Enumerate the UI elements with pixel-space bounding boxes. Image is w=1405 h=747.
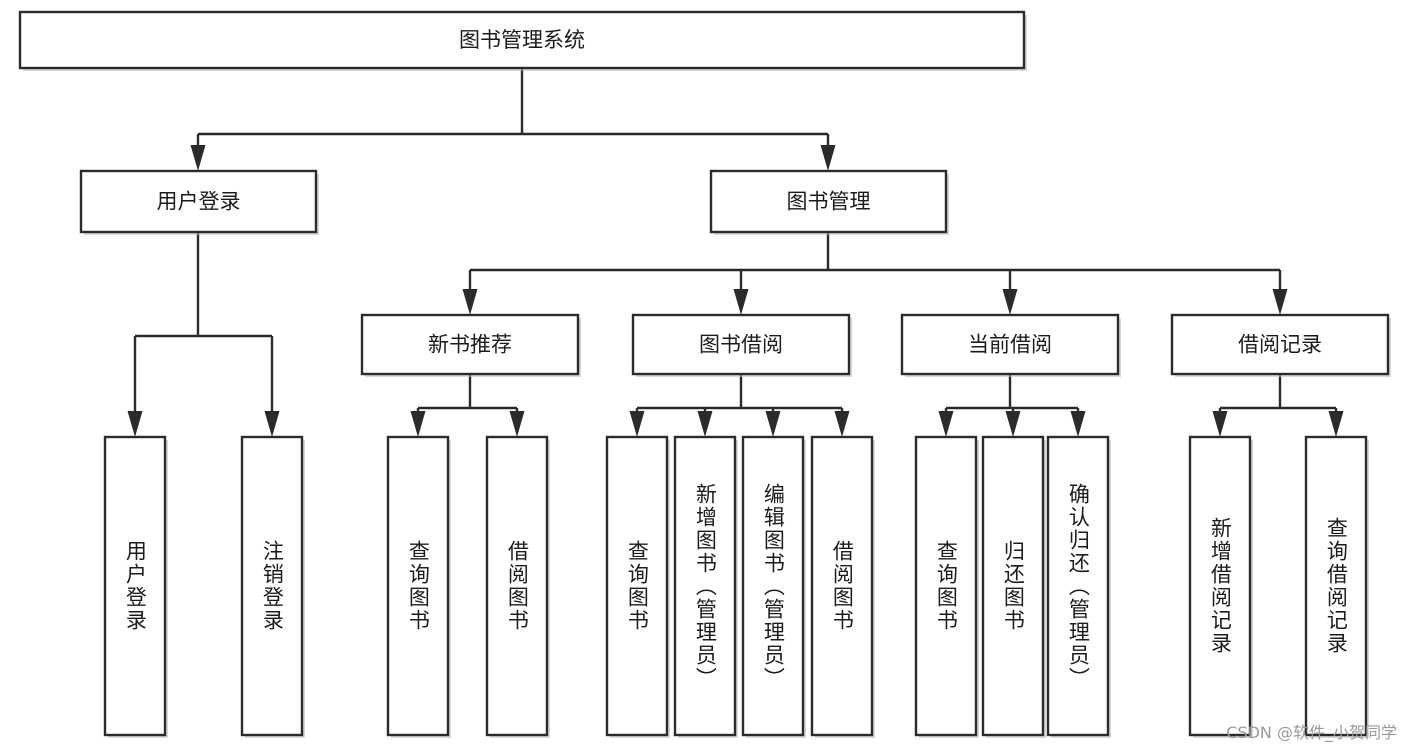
- arrow-head-icon: [733, 289, 749, 315]
- arrow-head-icon: [1272, 289, 1288, 315]
- node-label-book-management: 图书管理: [787, 190, 871, 214]
- arrow-head-icon: [629, 411, 645, 437]
- node-label-new-book-recommend: 新书推荐: [428, 333, 512, 357]
- node-label-leaf-borrow-book-1: 借阅图书: [505, 540, 530, 632]
- node-box-leaf-borrow-book-1[interactable]: [485, 435, 549, 737]
- node-label-leaf-confirm-return: 确认归还（管理员）: [1066, 482, 1091, 690]
- node-box-leaf-edit-book[interactable]: [741, 435, 805, 737]
- node-label-leaf-add-book: 新增图书（管理员）: [693, 482, 718, 690]
- node-box-leaf-logout[interactable]: [240, 435, 304, 737]
- connector-new-book-bus: [410, 374, 525, 437]
- node-box-leaf-query-book-2[interactable]: [605, 435, 669, 737]
- arrow-head-icon: [697, 411, 713, 437]
- connector-borrow-record-bus: [1212, 374, 1344, 437]
- arrow-head-icon: [765, 411, 781, 437]
- node-box-leaf-add-record[interactable]: [1188, 435, 1252, 737]
- arrow-head-icon: [1002, 289, 1018, 315]
- node-box-user-login[interactable]: [79, 169, 318, 234]
- node-box-leaf-add-book[interactable]: [673, 435, 737, 737]
- node-box-leaf-return-book[interactable]: [981, 435, 1045, 737]
- arrow-head-icon: [1070, 411, 1086, 437]
- node-box-borrow-record[interactable]: [1170, 313, 1390, 376]
- connector-root-bus: [190, 68, 836, 171]
- node-box-book-management[interactable]: [709, 169, 948, 234]
- connector-user-login-bus: [127, 232, 280, 437]
- nodes-layer: [18, 10, 1391, 738]
- node-box-leaf-confirm-return[interactable]: [1046, 435, 1110, 737]
- arrow-head-icon: [127, 411, 143, 437]
- connectors-layer: [127, 68, 1344, 437]
- node-label-leaf-logout: 注销登录: [260, 540, 285, 632]
- node-label-leaf-return-book: 归还图书: [1001, 540, 1026, 632]
- connector-current-borrow-bus: [938, 374, 1086, 437]
- node-box-new-book-recommend[interactable]: [360, 313, 580, 376]
- node-box-leaf-user-login[interactable]: [103, 435, 167, 737]
- node-label-user-login: 用户登录: [157, 190, 241, 214]
- arrow-head-icon: [938, 411, 954, 437]
- node-box-current-borrow[interactable]: [900, 313, 1120, 376]
- node-label-leaf-add-record: 新增借阅记录: [1208, 517, 1233, 655]
- node-label-leaf-borrow-book-2: 借阅图书: [830, 540, 855, 632]
- node-label-leaf-query-book-2: 查询图书: [625, 540, 650, 632]
- arrow-head-icon: [1328, 411, 1344, 437]
- node-label-book-borrow: 图书借阅: [699, 333, 783, 357]
- node-box-leaf-borrow-book-2[interactable]: [810, 435, 874, 737]
- connector-book-borrow-bus: [629, 374, 850, 437]
- node-box-root[interactable]: [18, 10, 1026, 70]
- node-box-leaf-query-record[interactable]: [1304, 435, 1368, 737]
- connector-book-management-bus: [462, 232, 1288, 315]
- node-label-leaf-edit-book: 编辑图书（管理员）: [761, 482, 786, 690]
- node-label-leaf-query-record: 查询借阅记录: [1324, 517, 1349, 655]
- node-label-leaf-query-book-1: 查询图书: [406, 540, 431, 632]
- node-box-book-borrow[interactable]: [631, 313, 851, 376]
- arrow-head-icon: [1212, 411, 1228, 437]
- arrow-head-icon: [820, 145, 836, 171]
- node-label-leaf-query-book-3: 查询图书: [934, 540, 959, 632]
- node-label-borrow-record: 借阅记录: [1238, 333, 1322, 357]
- node-label-current-borrow: 当前借阅: [968, 333, 1052, 357]
- arrow-head-icon: [834, 411, 850, 437]
- node-label-root: 图书管理系统: [459, 28, 585, 52]
- arrow-head-icon: [190, 145, 206, 171]
- arrow-head-icon: [264, 411, 280, 437]
- node-label-leaf-user-login: 用户登录: [123, 540, 148, 632]
- arrow-head-icon: [410, 411, 426, 437]
- arrow-head-icon: [1005, 411, 1021, 437]
- arrow-head-icon: [462, 289, 478, 315]
- node-box-leaf-query-book-3[interactable]: [914, 435, 978, 737]
- watermark-text: CSDN @软件_小贺同学: [1226, 723, 1397, 742]
- arrow-head-icon: [509, 411, 525, 437]
- node-box-leaf-query-book-1[interactable]: [386, 435, 450, 737]
